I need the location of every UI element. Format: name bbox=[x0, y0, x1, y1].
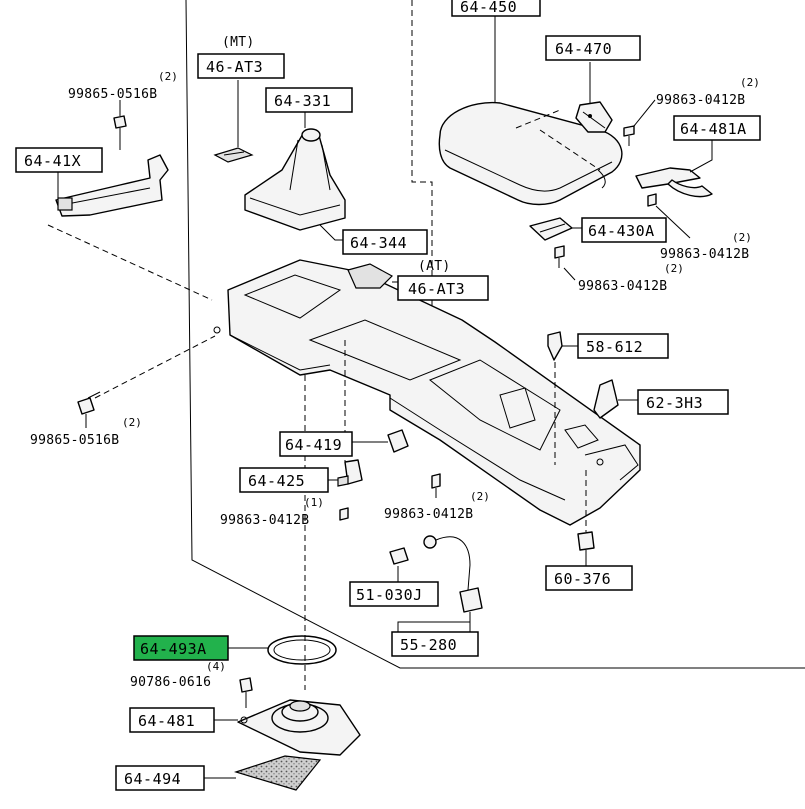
bracket-64-481a[interactable] bbox=[635, 167, 713, 198]
label-55-280[interactable]: 55-280 bbox=[391, 631, 479, 657]
label-64-425[interactable]: 64-425 bbox=[239, 467, 329, 493]
screw-99863-430a[interactable] bbox=[554, 245, 565, 268]
label-64-481a[interactable]: 64-481A bbox=[673, 115, 761, 141]
boot-base-64-481[interactable] bbox=[237, 699, 361, 756]
mt-plate[interactable] bbox=[213, 147, 254, 163]
qty-99863-r3: (2) bbox=[664, 262, 684, 275]
bolt-99865-left[interactable] bbox=[77, 391, 101, 415]
at-plate[interactable] bbox=[347, 263, 393, 289]
label-64-450[interactable]: 64-450 bbox=[451, 0, 541, 17]
qty-99863-mid-l: (1) bbox=[304, 496, 324, 509]
bracket-62-3h3[interactable] bbox=[593, 379, 619, 419]
pn-99863-mid-l: 99863-0412B bbox=[220, 513, 309, 528]
label-46-at3-mt[interactable]: 46-AT3 bbox=[197, 53, 285, 79]
qty-99863-r2: (2) bbox=[732, 231, 752, 244]
qty-90786: (4) bbox=[206, 660, 226, 673]
pn-99865-top: 99865-0516B bbox=[68, 87, 157, 102]
pn-99863-r2: 99863-0412B bbox=[660, 247, 749, 262]
label-64-493a-text: 64-493A bbox=[140, 640, 207, 658]
label-46-at3-at-text: 46-AT3 bbox=[408, 280, 465, 298]
label-64-41x[interactable]: 64-41X bbox=[15, 147, 103, 173]
label-64-331[interactable]: 64-331 bbox=[265, 87, 353, 113]
frame-outline bbox=[185, 0, 805, 669]
label-60-376[interactable]: 60-376 bbox=[545, 565, 633, 591]
label-64-344-text: 64-344 bbox=[350, 234, 407, 252]
qty-99865-left: (2) bbox=[122, 416, 142, 429]
label-62-3h3-text: 62-3H3 bbox=[646, 394, 703, 412]
label-64-430a-text: 64-430A bbox=[588, 222, 655, 240]
label-60-376-text: 60-376 bbox=[554, 570, 611, 588]
label-51-030j-text: 51-030J bbox=[356, 586, 423, 604]
shift-boot[interactable] bbox=[244, 128, 346, 231]
pn-99865-left: 99865-0516B bbox=[30, 433, 119, 448]
clip-58-612[interactable] bbox=[547, 331, 563, 361]
label-64-419-text: 64-419 bbox=[285, 436, 342, 454]
label-64-493a-highlighted[interactable]: 64-493A bbox=[133, 635, 229, 661]
qty-99863-mid-c: (2) bbox=[470, 490, 490, 503]
bracket-64-41x[interactable] bbox=[55, 154, 169, 217]
armrest-lid[interactable] bbox=[438, 101, 623, 206]
label-64-41x-text: 64-41X bbox=[24, 152, 81, 170]
note-at: (AT) bbox=[418, 259, 451, 274]
pad-64-494[interactable] bbox=[233, 755, 322, 791]
label-64-481a-text: 64-481A bbox=[680, 120, 747, 138]
label-46-at3-at[interactable]: 46-AT3 bbox=[397, 275, 489, 301]
retaining-ring[interactable] bbox=[267, 635, 337, 665]
label-64-481-text: 64-481 bbox=[138, 712, 195, 730]
wire-harness[interactable] bbox=[389, 535, 483, 613]
label-55-280-text: 55-280 bbox=[400, 636, 457, 654]
pn-99863-r3: 99863-0412B bbox=[578, 279, 667, 294]
clip-64-419[interactable] bbox=[387, 429, 409, 453]
label-64-430a[interactable]: 64-430A bbox=[581, 217, 667, 243]
label-64-419[interactable]: 64-419 bbox=[279, 431, 353, 457]
screw-99863-hinge[interactable] bbox=[623, 125, 635, 146]
label-64-425-text: 64-425 bbox=[248, 472, 305, 490]
qty-99865-top: (2) bbox=[158, 70, 178, 83]
bolt-90786[interactable] bbox=[239, 677, 253, 708]
label-64-481[interactable]: 64-481 bbox=[129, 707, 215, 733]
label-64-344[interactable]: 64-344 bbox=[342, 229, 428, 255]
label-46-at3-mt-text: 46-AT3 bbox=[206, 58, 263, 76]
screw-99863-bracket[interactable] bbox=[647, 193, 657, 207]
qty-99863-r1: (2) bbox=[740, 76, 760, 89]
label-64-470-text: 64-470 bbox=[555, 40, 612, 58]
center-console[interactable] bbox=[213, 259, 641, 526]
label-64-470[interactable]: 64-470 bbox=[545, 35, 641, 61]
grommet-60-376[interactable] bbox=[577, 531, 595, 551]
screw-99863-mid-c[interactable] bbox=[431, 473, 441, 498]
pn-99863-r1: 99863-0412B bbox=[656, 93, 745, 108]
label-64-494[interactable]: 64-494 bbox=[115, 765, 205, 791]
pn-90786: 90786-0616 bbox=[130, 675, 211, 690]
bolt-99865-top[interactable] bbox=[113, 115, 127, 150]
screw-99863-mid-l[interactable] bbox=[339, 507, 349, 521]
bracket-64-430a[interactable] bbox=[529, 217, 573, 241]
label-64-450-text: 64-450 bbox=[460, 0, 517, 16]
label-62-3h3[interactable]: 62-3H3 bbox=[637, 389, 729, 415]
label-64-331-text: 64-331 bbox=[274, 92, 331, 110]
pn-99863-mid-c: 99863-0412B bbox=[384, 507, 473, 522]
note-mt: (MT) bbox=[222, 35, 255, 50]
label-58-612[interactable]: 58-612 bbox=[577, 333, 669, 359]
label-64-494-text: 64-494 bbox=[124, 770, 181, 788]
block-64-425[interactable] bbox=[337, 459, 363, 487]
label-51-030j[interactable]: 51-030J bbox=[349, 581, 439, 607]
label-58-612-text: 58-612 bbox=[586, 338, 643, 356]
hinge-part[interactable] bbox=[575, 101, 613, 133]
